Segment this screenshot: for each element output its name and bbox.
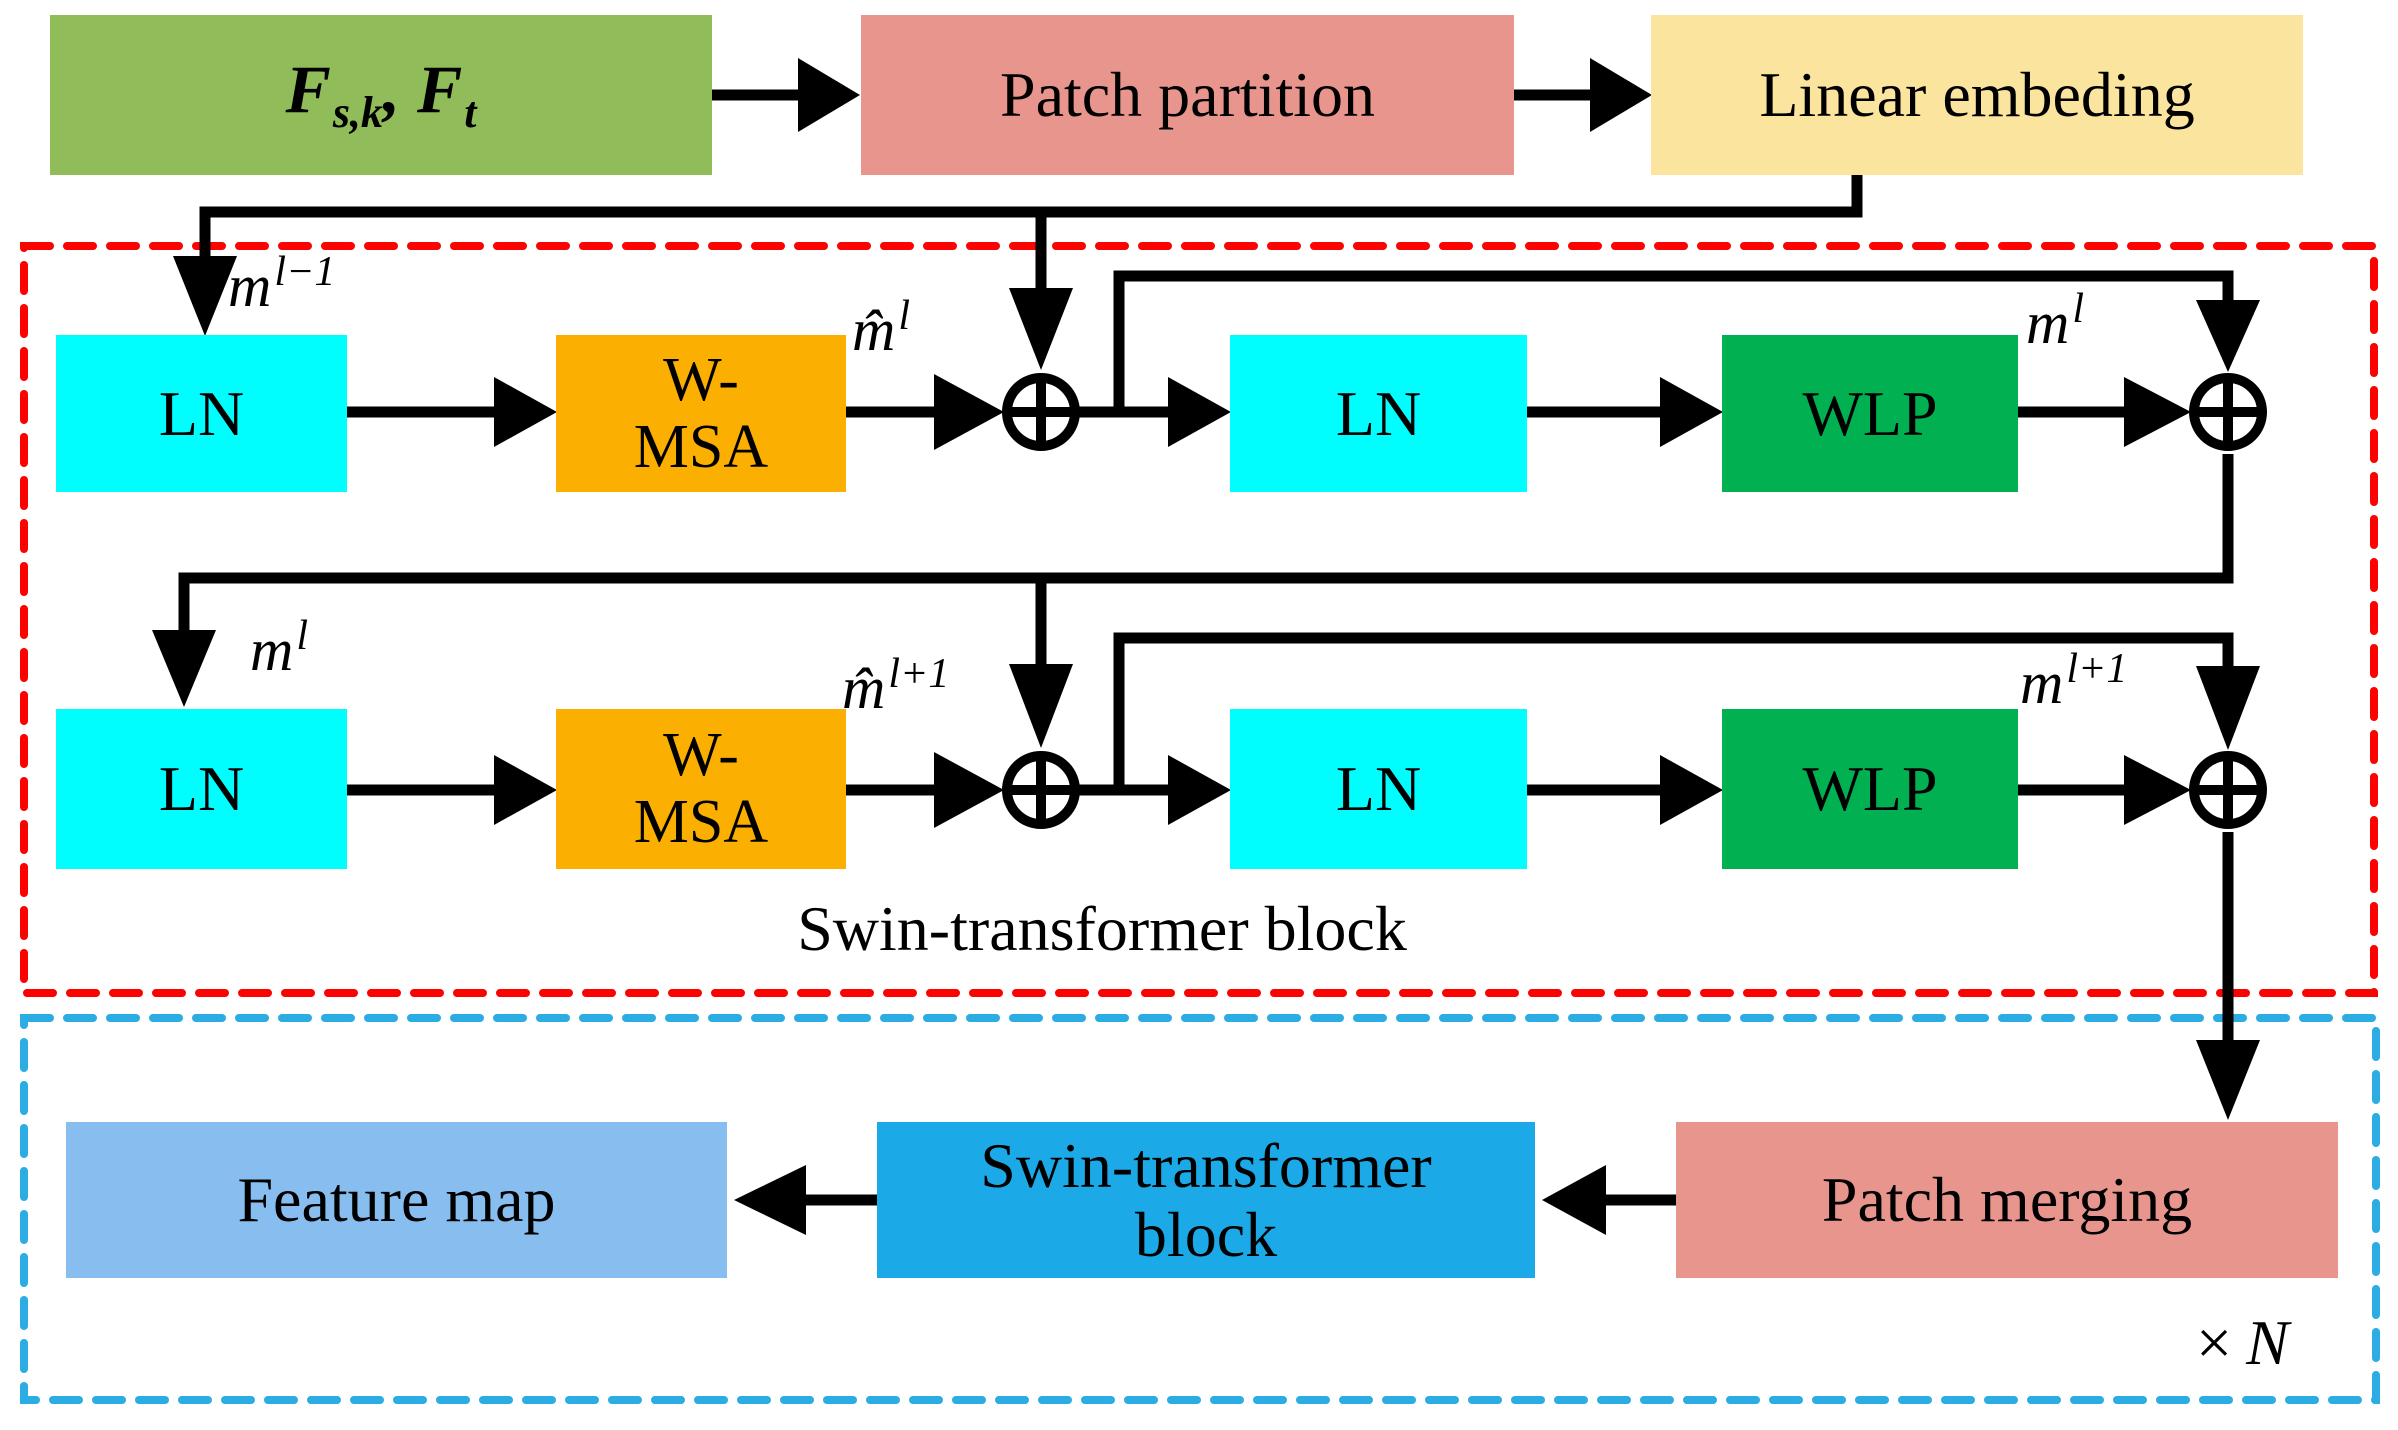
arrowhead-into-wlp2	[1660, 755, 1723, 825]
label-m-hat: m̂l	[852, 293, 911, 363]
edge-row1-out-to-row2	[178, 454, 2234, 632]
ln-label-3: LN	[158, 753, 245, 825]
feature-map-label: Feature map	[237, 1164, 556, 1236]
arrowhead-into-sum3-top	[1009, 664, 1073, 748]
linear-embedding-label: Linear embeding	[1759, 59, 2195, 131]
arrowhead-into-wmsa2	[494, 755, 557, 825]
label-m-cur-feed: ml	[250, 613, 309, 683]
label-m-cur: ml	[2026, 286, 2085, 356]
arrowhead-into-swin-stage	[1542, 1165, 1606, 1235]
arrowhead-into-wlp1	[1660, 377, 1723, 447]
wlp-box-1: WLP	[1722, 335, 2018, 492]
edge-residual-row1	[1113, 270, 2234, 412]
input-features-box: Fs,k, Ft	[50, 15, 712, 175]
sum-nodes	[1002, 373, 2267, 829]
ln-label-2: LN	[1335, 377, 1422, 449]
sum-node-4-cross	[2194, 756, 2262, 824]
arrowhead-into-patch-partition	[798, 58, 860, 132]
wmsa-label-1: W-MSA	[633, 345, 769, 481]
wlp-label-1: WLP	[1802, 377, 1938, 449]
arrowheads	[152, 58, 2260, 1235]
patch-partition-label: Patch partition	[999, 59, 1376, 131]
sum-node-3-cross	[1007, 756, 1075, 824]
label-m-next: ml+1	[2020, 646, 2128, 716]
sum-node-2-cross	[2194, 378, 2262, 446]
arrowhead-into-ln4	[1168, 755, 1231, 825]
label-m-prev: ml−1	[228, 249, 336, 319]
ln-box-1: LN	[56, 335, 347, 492]
repeat-count-label: ×N	[2196, 1307, 2289, 1378]
arrowhead-into-sum1-top	[1009, 288, 1073, 370]
patch-merging-box: Patch merging	[1676, 1122, 2338, 1278]
ln-box-2: LN	[1230, 335, 1527, 492]
edge-embedding-feed	[199, 175, 1863, 258]
wmsa-box-2: W-MSA	[556, 709, 846, 869]
patch-partition-box: Patch partition	[861, 15, 1514, 175]
arrowhead-into-sum4-left	[2124, 755, 2191, 825]
arrowhead-into-sum2-left	[2124, 377, 2191, 447]
ln-label-4: LN	[1335, 753, 1422, 825]
sum-node-crosses	[1007, 378, 2262, 824]
arrowhead-into-feature-map	[734, 1165, 806, 1235]
ln-label-1: LN	[158, 377, 245, 449]
arrowhead-into-ln2	[1168, 377, 1231, 447]
ln-box-3: LN	[56, 709, 347, 869]
swin-block-dashed-border	[20, 242, 2378, 997]
arrowhead-into-ln1	[173, 256, 237, 336]
wmsa-label-2: W-MSA	[633, 721, 769, 856]
arrowhead-into-ln3	[152, 630, 216, 707]
arrowhead-into-wmsa1	[494, 377, 557, 447]
arrowhead-into-sum2-top	[2196, 300, 2260, 372]
input-features-label: Fs,k, Ft	[285, 51, 477, 138]
edges	[178, 89, 2234, 1206]
feature-map-box: Feature map	[66, 1122, 727, 1278]
stage-dashed-border	[20, 1014, 2380, 1404]
arrowhead-into-sum1-left	[934, 374, 1004, 450]
arrowhead-into-linear-embedding	[1590, 58, 1652, 132]
linear-embedding-box: Linear embeding	[1651, 15, 2303, 175]
swin-block-caption: Swin-transformer block	[797, 893, 1407, 964]
sum-node-1-cross	[1007, 378, 1075, 446]
edge-residual-row2	[1113, 632, 2234, 790]
arrowhead-into-sum3-left	[934, 752, 1004, 828]
wlp-label-2: WLP	[1802, 753, 1938, 825]
ln-box-4: LN	[1230, 709, 1527, 869]
patch-merging-label: Patch merging	[1821, 1164, 2193, 1236]
wlp-box-2: WLP	[1722, 709, 2018, 869]
arrowhead-into-patch-merging	[2196, 1040, 2260, 1120]
wmsa-box-1: W-MSA	[556, 335, 846, 492]
label-m-hat-next: m̂l+1	[842, 651, 950, 721]
arrowhead-into-sum4-top	[2196, 666, 2260, 750]
